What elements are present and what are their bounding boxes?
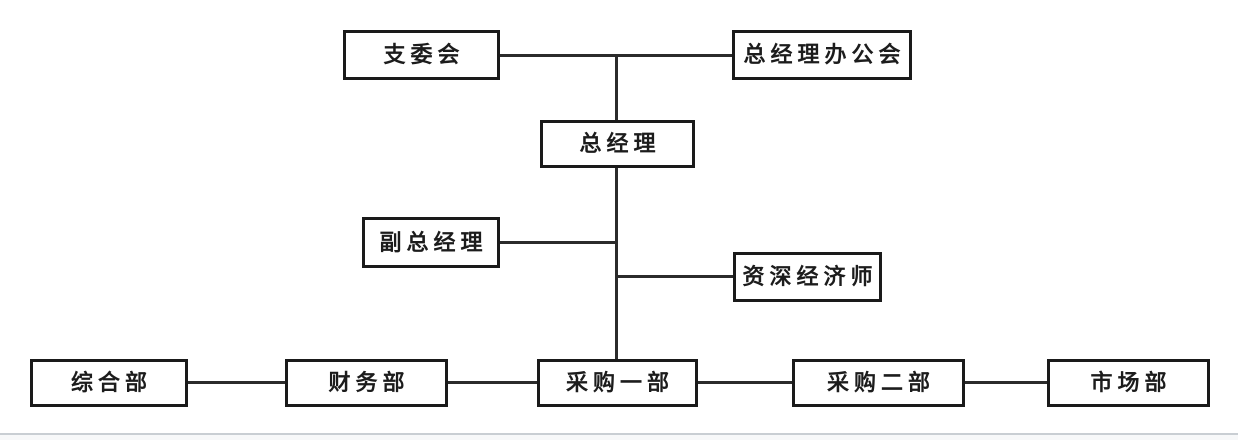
trunk-lower [615,168,618,359]
org-node-deputy-general-manager: 副总经理 [362,217,500,268]
bottom-connector-4 [965,381,1047,384]
org-node-marketing-dept: 市场部 [1047,359,1210,407]
bottom-connector-2 [448,381,537,384]
org-node-label: 总经理 [579,131,661,157]
senior-economist-connector [616,275,733,278]
org-node-label: 资深经济师 [742,264,878,290]
trunk-upper [615,55,618,120]
footer-strip [0,435,1238,440]
org-node-label: 市场部 [1090,370,1172,396]
org-node-label: 总经理办公会 [743,42,906,68]
org-node-label: 采购一部 [565,370,674,396]
org-node-procurement-dept-2: 采购二部 [792,359,965,407]
org-node-label: 支委会 [383,42,465,68]
org-node-label: 副总经理 [379,229,488,256]
bottom-connector-3 [698,381,792,384]
org-node-label: 综合部 [70,370,152,396]
org-node-finance-dept: 财务部 [285,359,448,407]
bottom-connector-1 [188,381,285,384]
deputy-gm-connector [500,241,618,244]
org-node-general-affairs-dept: 综合部 [30,359,188,407]
org-node-general-manager: 总经理 [540,120,695,168]
org-node-branch-committee: 支委会 [343,30,500,80]
org-node-label: 财务部 [328,370,410,396]
bottom-divider-line [0,433,1238,435]
org-node-gm-office-meeting: 总经理办公会 [732,30,912,80]
org-node-label: 采购二部 [826,370,935,396]
org-node-senior-economist: 资深经济师 [733,252,882,302]
org-node-procurement-dept-1: 采购一部 [537,359,698,407]
